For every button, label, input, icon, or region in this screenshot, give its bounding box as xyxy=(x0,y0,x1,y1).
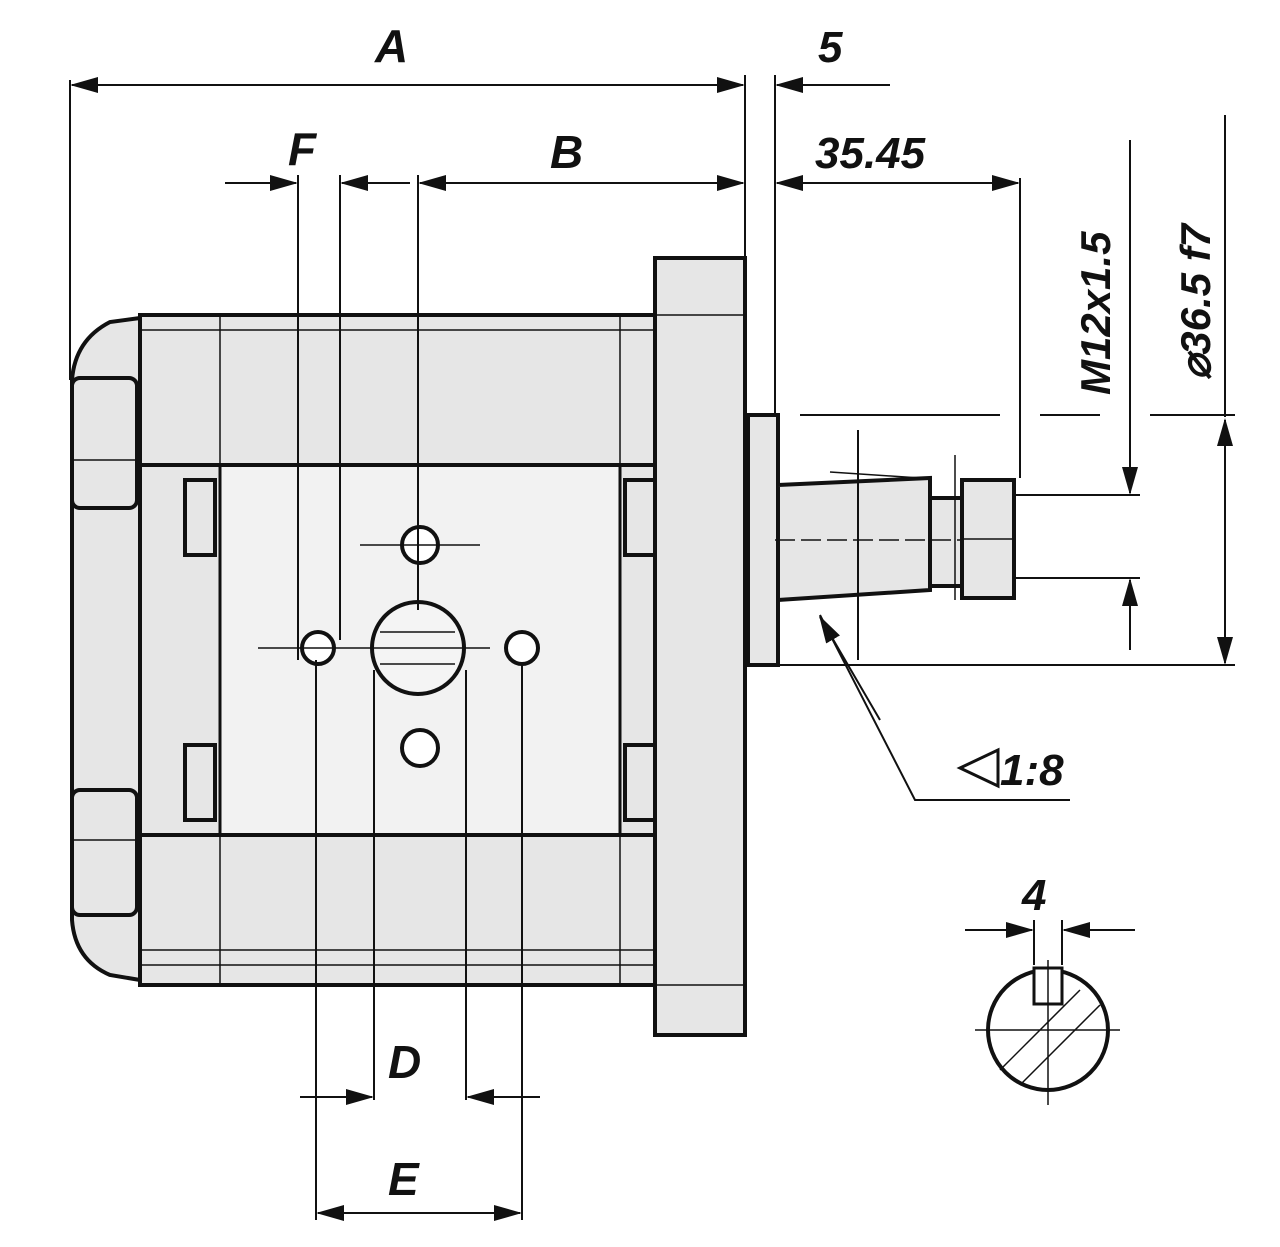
label-taper: 1:8 xyxy=(1000,746,1064,795)
label-35-45: 35.45 xyxy=(815,129,926,178)
label-key-width: 4 xyxy=(1021,871,1046,920)
hole-right xyxy=(504,630,540,666)
hole-bottom xyxy=(400,728,440,768)
mounting-flange xyxy=(653,256,780,1037)
taper-icon xyxy=(956,747,1000,789)
label-a: A xyxy=(374,20,408,72)
label-d: D xyxy=(388,1036,421,1088)
shaft xyxy=(775,455,1016,603)
label-e: E xyxy=(388,1153,420,1205)
port-holes xyxy=(258,525,540,768)
label-b: B xyxy=(550,126,583,178)
label-thread: M12x1.5 xyxy=(1072,231,1119,395)
pump-body xyxy=(138,313,657,987)
key-section-view xyxy=(965,920,1135,1105)
label-diameter: ⌀36.5 f7 xyxy=(1172,222,1219,380)
label-f: F xyxy=(288,123,318,175)
end-cap xyxy=(70,315,142,983)
label-5: 5 xyxy=(818,23,843,72)
dimension-lines xyxy=(69,75,1235,1221)
